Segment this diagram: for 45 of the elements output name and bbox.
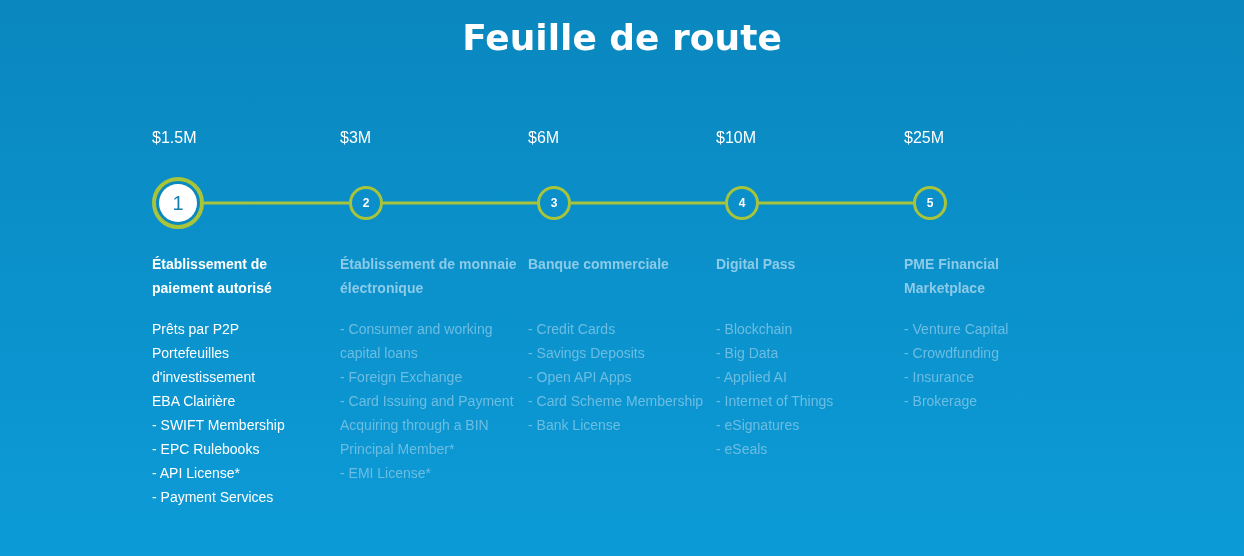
funding-amount: $25M	[904, 128, 945, 148]
feature-item: - Payment Services	[152, 488, 275, 507]
connector-line	[204, 201, 349, 205]
feature-item: Portefeuilles d'investissement	[152, 344, 257, 387]
feature-item: - EPC Rulebooks	[152, 440, 261, 459]
step-heading: Établissement de paiement autorisé	[152, 255, 273, 298]
feature-item: - Card Scheme Membership	[528, 392, 705, 411]
feature-item: EBA Clairière	[152, 392, 237, 411]
feature-item: - Crowdfunding	[904, 344, 1000, 363]
feature-item: - eSeals	[716, 440, 769, 459]
step-number: 4	[738, 195, 746, 212]
feature-item: - Venture Capital	[904, 320, 1010, 339]
feature-item: - Internet of Things	[716, 392, 835, 411]
step-number: 5	[926, 195, 934, 212]
step-heading: Digital Pass	[716, 255, 797, 274]
feature-item: - EMI License*	[340, 464, 433, 483]
funding-amount: $6M	[528, 128, 560, 148]
funding-amount: $1.5M	[152, 128, 197, 148]
feature-item: - Big Data	[716, 344, 780, 363]
title: Feuille de route	[462, 16, 782, 60]
feature-item: - Consumer and working capital loans	[340, 320, 494, 363]
feature-item: - eSignatures	[716, 416, 801, 435]
feature-item: - Savings Deposits	[528, 344, 646, 363]
funding-amount: $3M	[340, 128, 372, 148]
connector-line	[571, 201, 725, 205]
feature-item: Prêts par P2P	[152, 320, 241, 339]
feature-item: - Foreign Exchange	[340, 368, 464, 387]
feature-item: - Credit Cards	[528, 320, 617, 339]
step-heading: Établissement de monnaie électronique	[340, 255, 518, 298]
feature-item: - Applied AI	[716, 368, 788, 387]
step-number: 2	[362, 195, 370, 212]
connector-line	[383, 201, 537, 205]
funding-amount: $10M	[716, 128, 757, 148]
feature-item: - Brokerage	[904, 392, 979, 411]
feature-item: - Open API Apps	[528, 368, 633, 387]
feature-item: - Card Issuing and Payment Acquiring through a BIN Principal Member*	[340, 392, 515, 459]
feature-item: - Bank License	[528, 416, 622, 435]
step-heading: PME Financial Marketplace	[904, 255, 1000, 298]
step-number: 3	[550, 195, 558, 212]
feature-item: - Insurance	[904, 368, 976, 387]
feature-item: - API License*	[152, 464, 241, 483]
feature-item: - SWIFT Membership	[152, 416, 286, 435]
connector-line	[759, 201, 913, 205]
feature-item: - Blockchain	[716, 320, 794, 339]
step-heading: Banque commerciale	[528, 255, 670, 274]
